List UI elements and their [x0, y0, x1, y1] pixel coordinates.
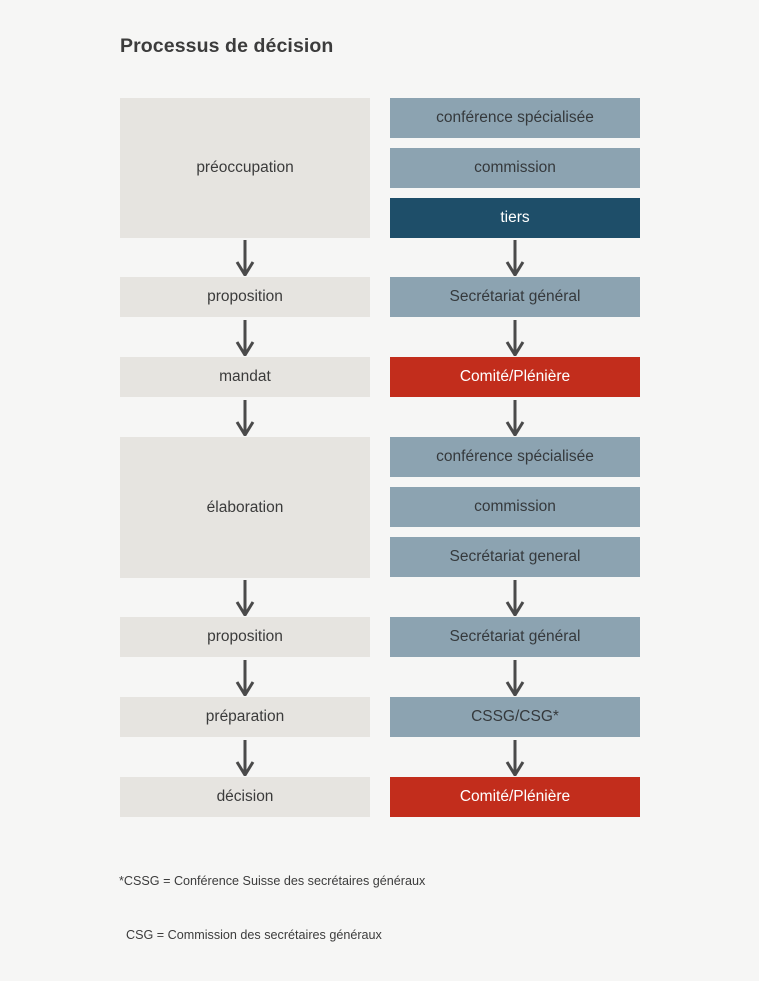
flow-arrow-down-icon: [502, 740, 528, 776]
stage-box-label: préparation: [205, 708, 285, 726]
actor-box-tiers[interactable]: tiers: [390, 198, 640, 238]
footnote: *CSSG = Conférence Suisse des secrétaire…: [119, 835, 425, 981]
stage-box-preparation[interactable]: préparation: [120, 697, 370, 737]
flow-arrow-down-icon: [502, 580, 528, 616]
stage-box-label: proposition: [207, 628, 283, 646]
flow-arrow-down-icon: [502, 320, 528, 356]
actor-box-label: CSSG/CSG*: [471, 708, 559, 726]
actor-box-label: commission: [474, 159, 556, 177]
actor-box-label: Comité/Plénière: [459, 368, 571, 386]
flow-arrow-down-icon: [232, 240, 258, 276]
actor-box-label: tiers: [500, 209, 530, 227]
actor-box-comite-pleniere-1[interactable]: Comité/Plénière: [390, 357, 640, 397]
actor-box-label: Secrétariat general: [449, 548, 581, 566]
stage-box-label: préoccupation: [196, 159, 294, 177]
actor-box-label: conférence spécialisée: [436, 448, 594, 466]
actor-box-cssg-csg[interactable]: CSSG/CSG*: [390, 697, 640, 737]
actor-box-secretariat-general-1[interactable]: Secrétariat général: [390, 277, 640, 317]
stage-box-decision[interactable]: décision: [120, 777, 370, 817]
stage-box-elaboration[interactable]: élaboration: [120, 437, 370, 578]
page-title: Processus de décision: [120, 35, 334, 57]
footnote-line-csg: CSG = Commission des secrétaires générau…: [126, 928, 382, 943]
actor-box-comite-pleniere-2[interactable]: Comité/Plénière: [390, 777, 640, 817]
flow-arrow-down-icon: [232, 660, 258, 696]
actor-box-conference-specialisee-2[interactable]: conférence spécialisée: [390, 437, 640, 477]
flow-arrow-down-icon: [502, 400, 528, 436]
actor-box-label: conférence spécialisée: [436, 109, 594, 127]
stage-box-label: décision: [216, 788, 274, 806]
actor-box-label: Comité/Plénière: [459, 788, 571, 806]
flow-arrow-down-icon: [232, 580, 258, 616]
actor-box-label: Secrétariat général: [449, 288, 581, 306]
actor-box-commission-1[interactable]: commission: [390, 148, 640, 188]
actor-box-label: Secrétariat général: [449, 628, 581, 646]
footnote-line-cssg: *CSSG = Conférence Suisse des secrétaire…: [119, 873, 426, 888]
actor-box-conference-specialisee-1[interactable]: conférence spécialisée: [390, 98, 640, 138]
stage-box-label: proposition: [207, 288, 283, 306]
stage-box-proposition-1[interactable]: proposition: [120, 277, 370, 317]
actor-box-commission-2[interactable]: commission: [390, 487, 640, 527]
stage-box-preoccupation[interactable]: préoccupation: [120, 98, 370, 238]
flow-arrow-down-icon: [232, 400, 258, 436]
stage-box-label: élaboration: [206, 498, 284, 516]
actor-box-label: commission: [474, 498, 556, 516]
actor-box-secretariat-general-3[interactable]: Secrétariat général: [390, 617, 640, 657]
flow-arrow-down-icon: [502, 240, 528, 276]
flow-arrow-down-icon: [502, 660, 528, 696]
actor-box-secretariat-general-2[interactable]: Secrétariat general: [390, 537, 640, 577]
stage-box-mandat[interactable]: mandat: [120, 357, 370, 397]
stage-box-label: mandat: [219, 368, 271, 386]
flow-arrow-down-icon: [232, 740, 258, 776]
stage-box-proposition-2[interactable]: proposition: [120, 617, 370, 657]
flow-arrow-down-icon: [232, 320, 258, 356]
